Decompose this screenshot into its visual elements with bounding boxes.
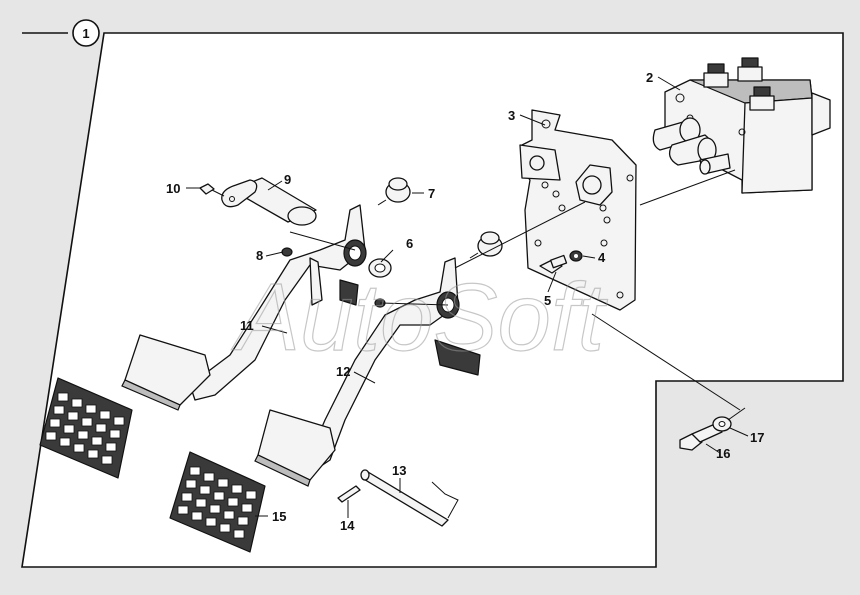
callout-13: 13 (392, 463, 406, 478)
callout-7: 7 (428, 186, 435, 201)
callout-6: 6 (406, 236, 413, 251)
part-2-valve-block (652, 57, 831, 194)
part-5-bolt (539, 254, 568, 274)
callout-16: 16 (716, 446, 730, 461)
callout-10: 10 (166, 181, 180, 196)
callout-9: 9 (284, 172, 291, 187)
leader-lines (186, 76, 749, 518)
assembly-lines (289, 169, 746, 421)
part-4-nut (569, 250, 583, 262)
callout-labels: 2 3 4 5 6 7 8 9 10 11 12 13 14 15 16 17 (166, 70, 764, 533)
callout-12: 12 (336, 364, 350, 379)
callout-11: 11 (240, 318, 254, 333)
watermark: AutoSoft (231, 264, 608, 371)
part-9-pivot-pin (221, 177, 317, 226)
part-12-pedal-right (254, 257, 481, 487)
part-10-bolt (199, 183, 225, 197)
group-badge: 1 (72, 19, 100, 47)
part-11-pedal-left (121, 204, 367, 411)
callout-14: 14 (340, 518, 355, 533)
group-label: 1 (82, 26, 89, 41)
callout-3: 3 (508, 108, 515, 123)
part-17-washer (712, 416, 732, 432)
callout-17: 17 (750, 430, 764, 445)
part-7-bumper-stop (377, 177, 503, 259)
part-15-pedal-pad (39, 377, 266, 553)
part-6-bushing (368, 258, 392, 278)
callout-4: 4 (598, 250, 606, 265)
callout-5: 5 (544, 293, 551, 308)
callout-8: 8 (256, 248, 263, 263)
callout-15: 15 (272, 509, 286, 524)
part-13-clevis-pin (360, 469, 459, 527)
part-14-roll-pin (337, 485, 361, 503)
callout-2: 2 (646, 70, 653, 85)
